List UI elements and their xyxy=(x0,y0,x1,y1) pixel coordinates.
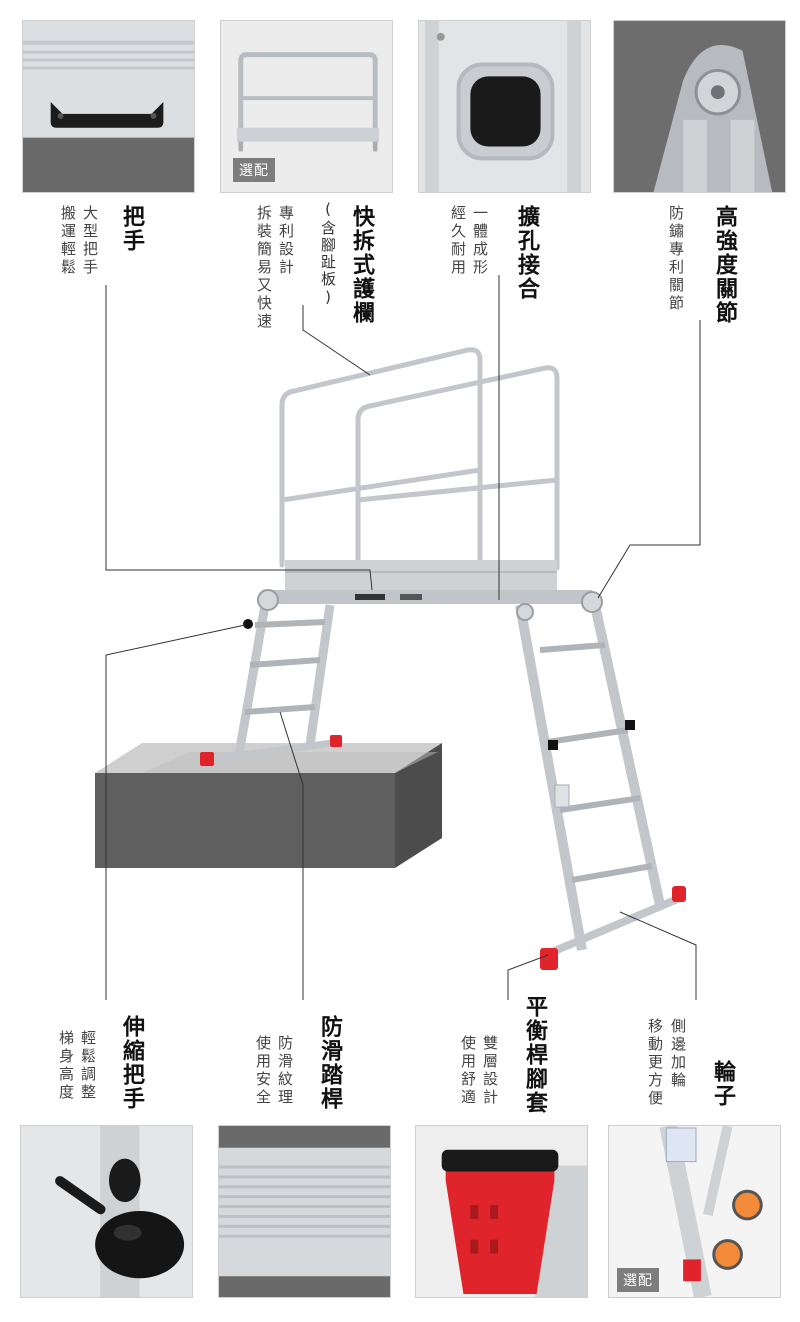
feature-title-handle: 把手 xyxy=(119,205,144,253)
feature-desc-joint-1: 一體成形 xyxy=(471,205,489,277)
feature-title-joint: 擴孔接合 xyxy=(514,205,539,301)
feature-title-rung: 防滑踏桿 xyxy=(317,1015,342,1111)
feature-title-telescopic-handle: 伸縮把手 xyxy=(119,1015,144,1111)
joint-photo-image xyxy=(419,21,590,192)
feature-desc-telescopic-1: 輕鬆調整 xyxy=(79,1030,97,1102)
feature-desc-joint-2: 經久耐用 xyxy=(449,205,467,277)
handle-photo-image xyxy=(23,21,194,192)
feature-desc-handle-1: 大型把手 xyxy=(81,205,99,277)
photo-rung xyxy=(218,1125,391,1298)
feature-desc-hinge-1: 防鏽專利關節 xyxy=(667,205,685,313)
feature-desc-telescopic-2: 梯身高度 xyxy=(57,1030,75,1102)
guardrail-photo-image xyxy=(221,21,392,192)
feature-desc-wheels-1: 側邊加輪 xyxy=(669,1018,687,1090)
feature-desc-rung-1: 防滑紋理 xyxy=(276,1035,294,1107)
feature-desc-handle-2: 搬運輕鬆 xyxy=(59,205,77,277)
photo-guardrail: 選配 xyxy=(220,20,393,193)
feature-desc-guardrail-2: 拆裝簡易又快速 xyxy=(255,205,273,331)
rung-photo-image xyxy=(219,1126,390,1297)
platform-deck xyxy=(262,560,592,604)
photo-wheels: 選配 xyxy=(608,1125,781,1298)
left-ladder xyxy=(200,604,342,766)
photo-handle xyxy=(22,20,195,193)
feature-desc-foot-2: 使用舒適 xyxy=(459,1035,477,1107)
leader-lines xyxy=(105,275,701,1000)
feature-title-hinge: 高強度關節 xyxy=(712,205,737,325)
photo-hinge xyxy=(613,20,786,193)
feature-sub-guardrail: (含腳趾板) xyxy=(319,200,337,308)
feature-desc-rung-2: 使用安全 xyxy=(254,1035,272,1107)
photo-telescopic-handle xyxy=(20,1125,193,1298)
optional-badge: 選配 xyxy=(233,158,275,182)
photo-reamed-joint xyxy=(418,20,591,193)
hinge-photo-image xyxy=(614,21,785,192)
telescopic-handle-photo-image xyxy=(21,1126,192,1297)
photo-foot-cap xyxy=(415,1125,588,1298)
right-ladder xyxy=(515,603,686,970)
hinges xyxy=(257,589,603,621)
feature-title-wheels: 輪子 xyxy=(710,1060,735,1108)
feature-desc-guardrail-1: 專利設計 xyxy=(277,205,295,277)
optional-badge-wheels: 選配 xyxy=(617,1268,659,1292)
feature-title-guardrail: 快拆式護欄 xyxy=(349,205,374,325)
platform-block xyxy=(95,743,442,868)
feature-desc-foot-1: 雙層設計 xyxy=(481,1035,499,1107)
feature-title-foot: 平衡桿腳套 xyxy=(522,995,547,1115)
guardrail xyxy=(279,347,560,583)
foot-cap-photo-image xyxy=(416,1126,587,1297)
feature-desc-wheels-2: 移動更方便 xyxy=(646,1018,664,1108)
